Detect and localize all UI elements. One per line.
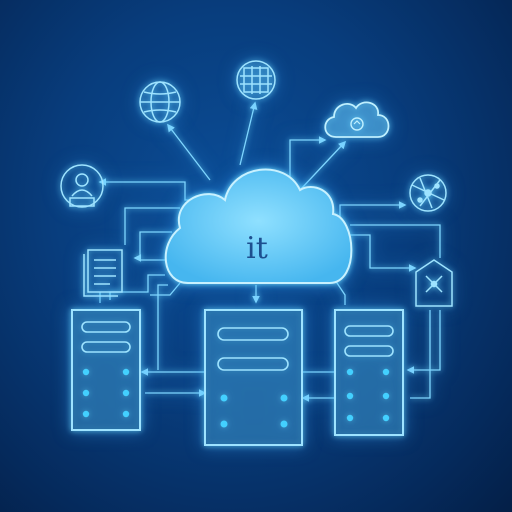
link-mobile-server-2	[410, 310, 431, 399]
server-leds	[82, 368, 130, 418]
mobile-device-icon	[415, 259, 453, 307]
server-middle	[204, 309, 303, 446]
link-small-cloud	[289, 136, 327, 185]
cloud-label: it	[246, 231, 268, 266]
link-doc-2	[133, 231, 172, 262]
link-globe-left	[167, 123, 211, 181]
server-slot	[217, 357, 289, 371]
small-cloud-icon	[324, 101, 390, 138]
document-icon	[83, 249, 123, 297]
server-slot	[344, 325, 394, 337]
user-icon	[60, 164, 104, 208]
server-leds	[220, 394, 288, 428]
globe-icon	[139, 81, 181, 123]
server-left	[71, 309, 141, 431]
link-left-server	[157, 284, 168, 370]
link-mobile-server	[406, 310, 441, 374]
network-icon	[409, 174, 447, 212]
link-network	[339, 201, 407, 218]
server-slot	[217, 327, 289, 341]
link-globe-top	[239, 101, 258, 166]
server-slot	[344, 345, 394, 357]
main-cloud: it	[164, 168, 353, 284]
link-right-b	[350, 224, 441, 258]
server-right	[334, 309, 404, 436]
link-doc-4	[109, 274, 165, 300]
globe-grid-icon	[236, 60, 276, 100]
server-leds	[346, 368, 390, 422]
server-slot	[81, 341, 131, 353]
server-slot	[81, 321, 131, 333]
link-small-cloud-2	[299, 140, 347, 191]
link-cloud-left	[150, 282, 181, 296]
link-cloud-right	[334, 279, 346, 305]
link-doc-1	[124, 207, 180, 245]
main-cloud-shape	[164, 168, 353, 284]
link-right-a	[345, 234, 417, 272]
link-user	[98, 178, 195, 201]
